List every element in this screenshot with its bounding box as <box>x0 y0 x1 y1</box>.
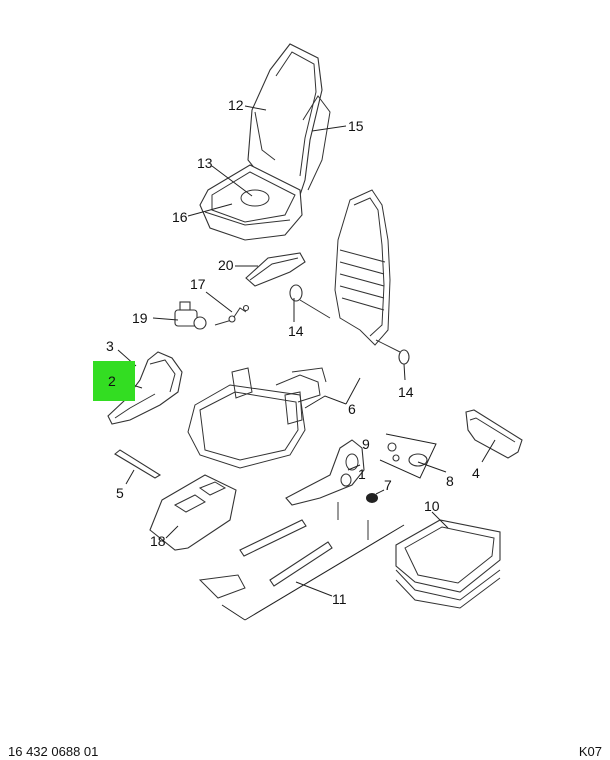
callout-15: 15 <box>348 118 364 134</box>
seat-cushion-part <box>199 164 303 241</box>
callout-19: 19 <box>132 310 148 326</box>
callout-9: 9 <box>362 436 370 452</box>
switch-part <box>408 453 428 467</box>
callout-10: 10 <box>424 498 440 514</box>
seat-base-frame-part <box>187 367 327 469</box>
callout-17: 17 <box>190 276 206 292</box>
callout-7: 7 <box>384 477 392 493</box>
armrest-part <box>245 252 306 287</box>
callout-1: 1 <box>358 466 366 482</box>
callout-6: 6 <box>348 401 356 417</box>
pivot-bushing-14b <box>398 349 410 365</box>
part-number-label: 16 432 0688 01 <box>8 744 99 759</box>
callout-20: 20 <box>218 257 234 273</box>
strap-part <box>114 449 162 479</box>
callout-14a: 14 <box>288 323 304 339</box>
callout-4: 4 <box>472 465 480 481</box>
callout-2: 2 <box>108 373 116 389</box>
knob-part <box>366 493 378 503</box>
callout-3: 3 <box>106 338 114 354</box>
seat-back-part <box>247 43 331 196</box>
callout-11: 11 <box>332 591 347 607</box>
mounting-plate-part <box>149 474 237 551</box>
callout-16: 16 <box>172 209 188 225</box>
callout-12: 12 <box>228 97 244 113</box>
side-trim-part <box>465 409 523 459</box>
slide-rail-part <box>198 502 369 599</box>
wire-harness-part <box>214 304 250 326</box>
callout-5: 5 <box>116 485 124 501</box>
callout-8: 8 <box>446 473 454 489</box>
callout-highlight <box>93 361 135 401</box>
side-cover-part <box>285 439 365 506</box>
callout-13: 13 <box>197 155 213 171</box>
motor-part <box>174 301 207 330</box>
pivot-bushing-14a <box>289 284 303 302</box>
leader-lines <box>117 105 496 621</box>
suspension-base-part <box>395 519 501 609</box>
clip-part <box>387 442 400 462</box>
callout-18: 18 <box>150 533 166 549</box>
callout-14b: 14 <box>398 384 414 400</box>
sheet-code-label: K07 <box>578 744 602 759</box>
callout-labels: 1 2 3 4 5 6 7 8 9 10 11 12 13 14 14 15 1… <box>106 97 480 607</box>
back-frame-part <box>299 189 401 353</box>
